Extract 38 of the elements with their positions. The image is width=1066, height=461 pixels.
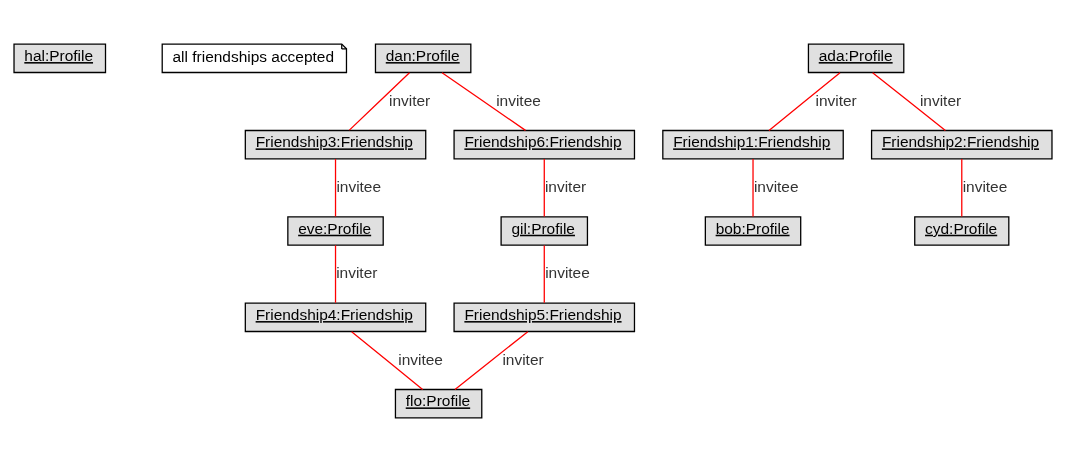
node-box: flo:Profile xyxy=(394,388,483,418)
node-box: Friendship5:Friendship xyxy=(453,302,636,332)
connector xyxy=(454,330,529,390)
edge-label: inviter xyxy=(919,90,962,108)
node-box: Friendship2:Friendship xyxy=(870,129,1053,159)
edge-label: invitee xyxy=(398,350,443,367)
node-box: Friendship3:Friendship xyxy=(244,129,427,159)
node-box: gil:Profile xyxy=(500,215,589,246)
node-box: cyd:Profile xyxy=(914,215,1010,246)
edge-label: invitee xyxy=(962,177,1008,195)
connector xyxy=(768,71,841,131)
node-box: dan:Profile xyxy=(374,43,472,73)
connector xyxy=(871,71,947,131)
connector xyxy=(348,71,411,131)
node-box: Friendship6:Friendship xyxy=(453,129,636,159)
connector xyxy=(961,157,963,217)
edge-label: invitee xyxy=(496,90,541,108)
node-box: Friendship4:Friendship xyxy=(244,302,427,332)
edge-label: inviter xyxy=(815,90,857,108)
edge-label: invitee xyxy=(753,177,799,195)
edge-label: invitee xyxy=(336,177,382,195)
connector xyxy=(543,157,545,217)
node-box: eve:Profile xyxy=(287,215,384,246)
node-box: bob:Profile xyxy=(704,215,802,246)
connector xyxy=(334,157,337,217)
node-box: hal:Profile xyxy=(13,43,107,73)
connector xyxy=(441,71,527,131)
edge-label: inviter xyxy=(502,350,544,367)
edge-label: inviter xyxy=(336,263,378,281)
node-box: Friendship1:Friendship xyxy=(662,129,844,159)
connector xyxy=(334,244,337,303)
connector xyxy=(351,330,424,390)
edge-label: inviter xyxy=(544,177,587,195)
node-box: ada:Profile xyxy=(807,43,905,73)
connector xyxy=(543,244,545,303)
edge-label: inviter xyxy=(389,90,431,108)
connector xyxy=(752,157,754,217)
edge-label: invitee xyxy=(545,263,590,281)
